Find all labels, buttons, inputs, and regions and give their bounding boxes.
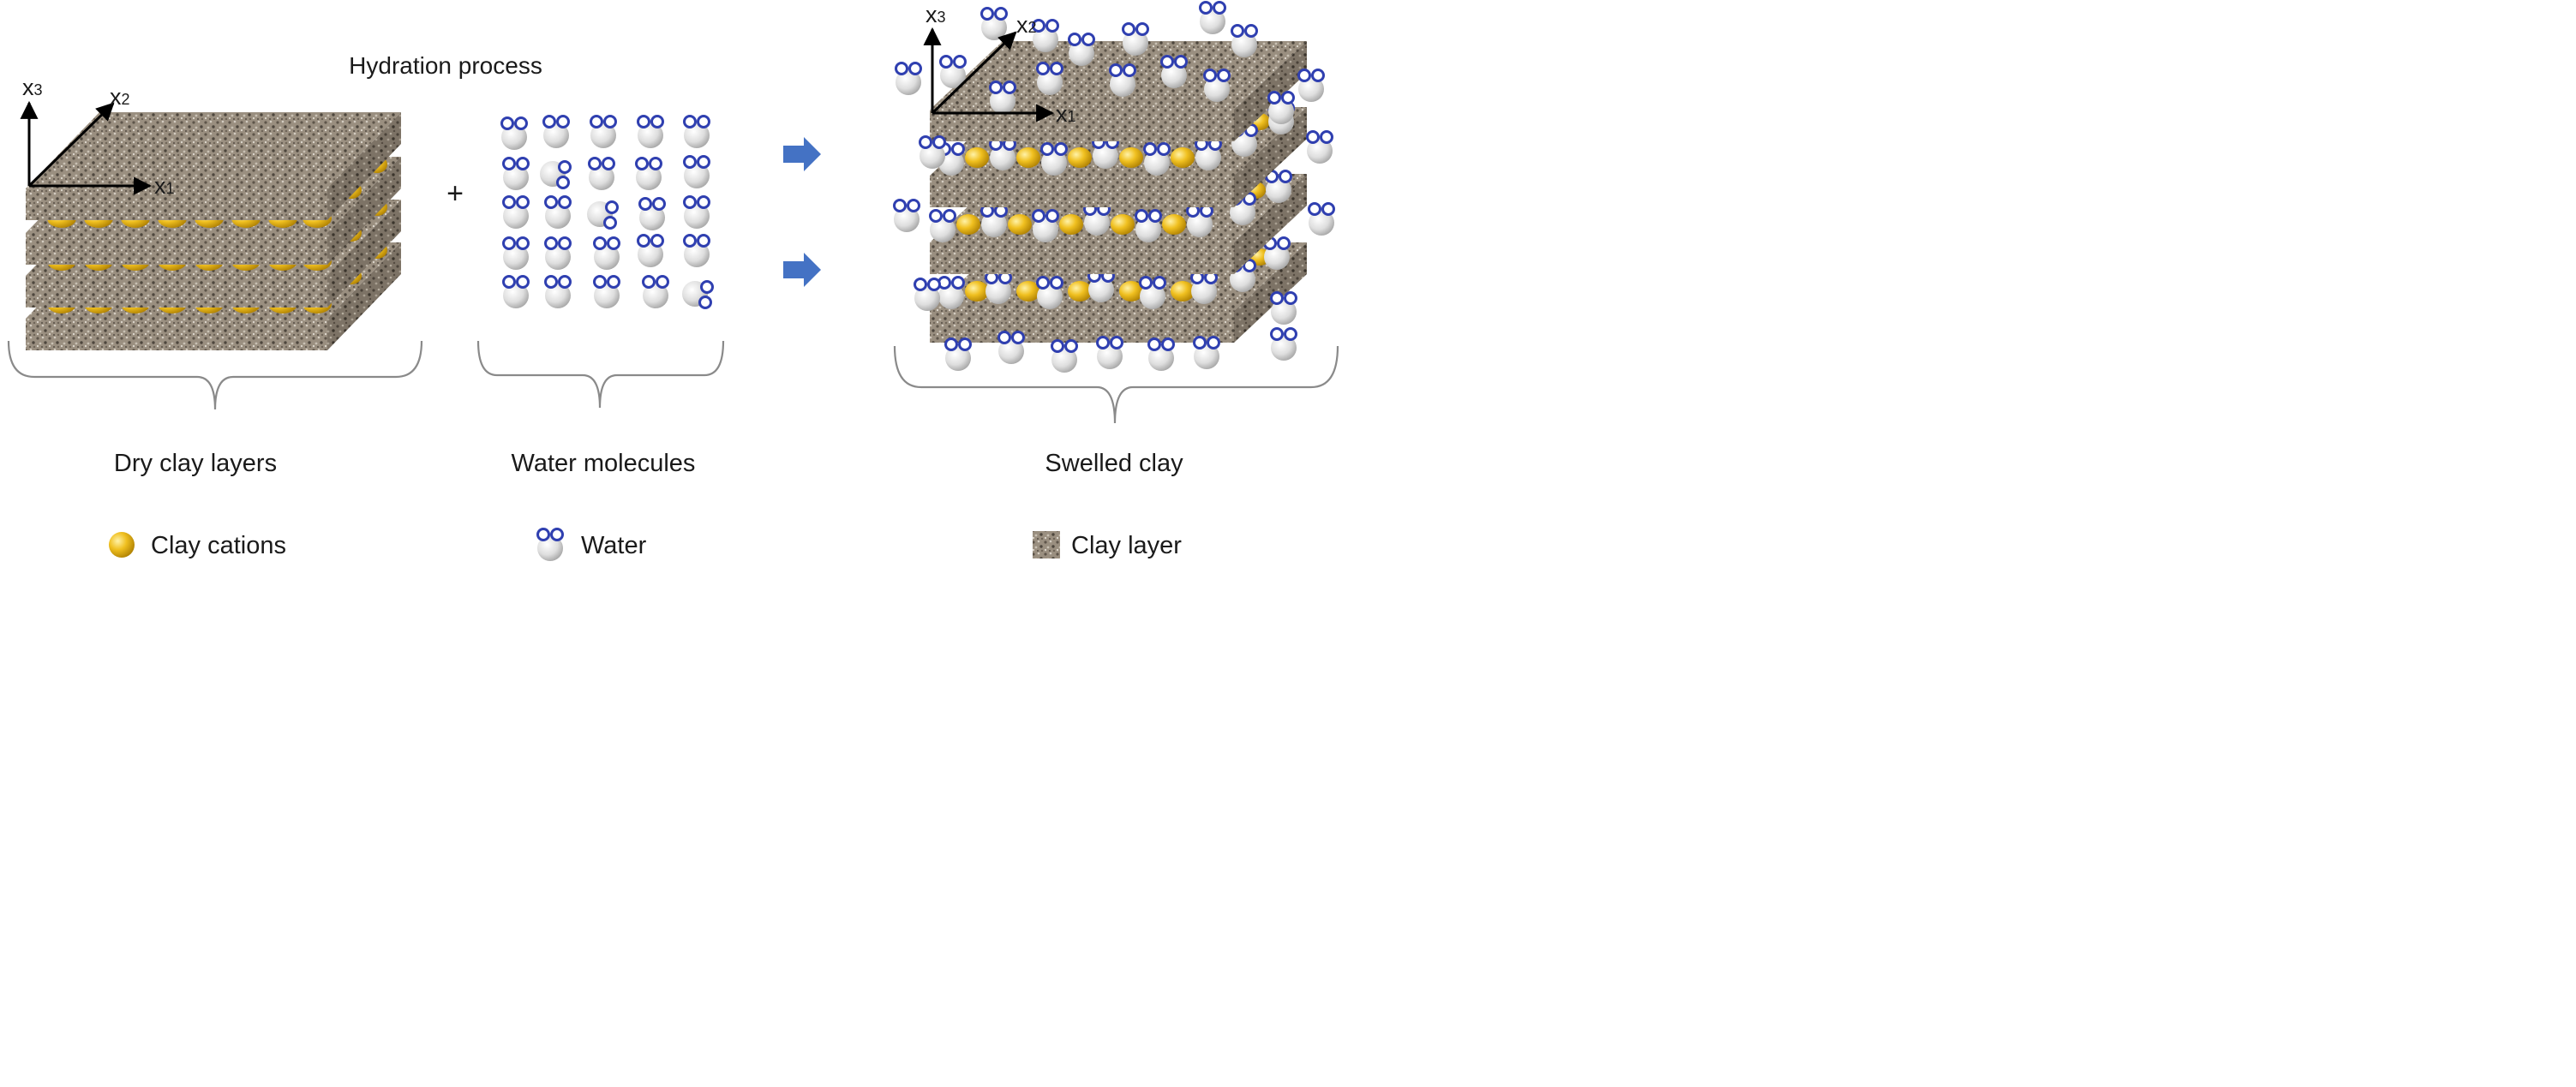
caption-swelled-clay: Swelled clay <box>1045 450 1183 477</box>
legend-label: Clay cations <box>151 532 286 559</box>
legend-item-cations: Clay cations <box>109 532 286 559</box>
legend-item-water: Water <box>536 528 647 563</box>
water-molecule-grid <box>500 115 714 310</box>
axes-dry: x3 x2 x1 <box>20 75 175 199</box>
legend-label: Clay layer <box>1071 532 1182 559</box>
clay-cation-icon <box>109 532 135 558</box>
axis-label-x3: x3 <box>926 2 946 27</box>
clay-layer-icon <box>1033 531 1060 558</box>
diagram-title: Hydration process <box>349 52 542 79</box>
plus-sign: + <box>446 177 464 210</box>
process-arrow <box>783 253 821 287</box>
clay-slab <box>26 112 401 220</box>
caption-water-molecules: Water molecules <box>512 450 696 477</box>
axis-label-x1: x1 <box>1056 101 1076 127</box>
legend-item-clay-layer: Clay layer <box>1033 531 1182 559</box>
legend-label: Water <box>581 532 647 559</box>
swelled-clay-stack: x3 x2 x1 <box>892 1 1336 374</box>
brace-swelled <box>893 345 1339 424</box>
brace-water <box>476 340 725 409</box>
water-molecule-icon <box>536 528 565 563</box>
hydrated-interlayer <box>937 101 1296 177</box>
brace-dry <box>7 340 423 410</box>
axis-label-x2: x2 <box>110 84 130 110</box>
caption-dry-clay: Dry clay layers <box>114 450 277 477</box>
axis-label-x3: x3 <box>22 75 43 100</box>
axes-swelled: x3 x2 x1 <box>923 2 1076 127</box>
axis-label-x2: x2 <box>1016 12 1037 38</box>
axis-label-x1: x1 <box>154 173 175 199</box>
dry-clay-stack: x3 x2 x1 <box>20 75 401 350</box>
process-arrow <box>783 137 821 171</box>
legend: Clay cations Water Clay layer <box>109 528 1182 563</box>
